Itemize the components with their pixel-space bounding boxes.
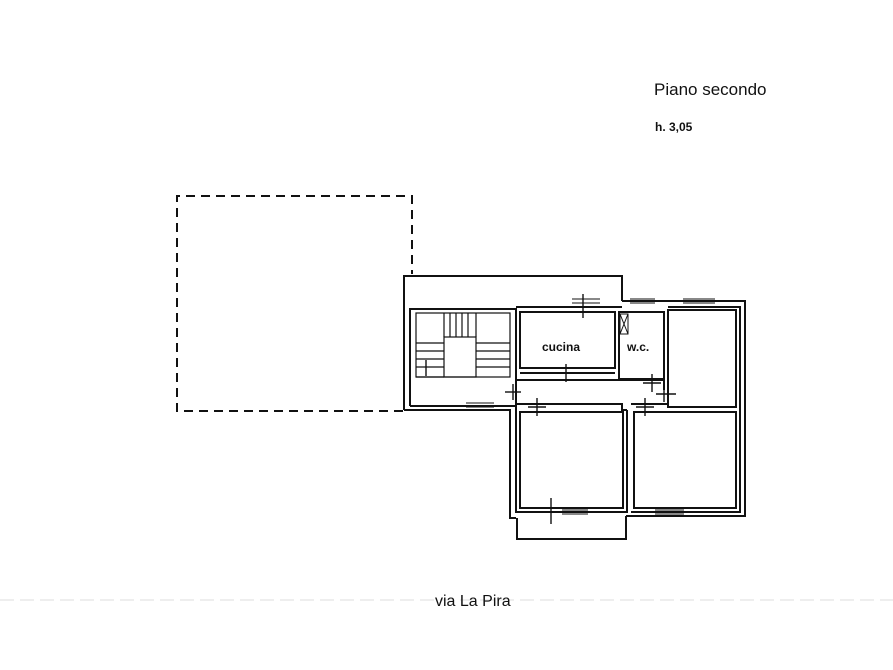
building-walls — [403, 275, 746, 519]
staircase — [415, 312, 511, 378]
south-balcony — [516, 516, 627, 540]
street-label: via La Pira — [435, 593, 511, 610]
terrace-outline — [176, 195, 413, 412]
room-label-kitchen: cucina — [542, 340, 581, 354]
fixture-markers — [425, 294, 676, 524]
floor-title: Piano secondo — [654, 80, 767, 99]
room-southwest — [519, 411, 624, 509]
room-northeast — [667, 309, 737, 408]
room-southeast — [633, 411, 737, 509]
room-label-wc: w.c. — [627, 340, 650, 354]
ceiling-height-label: h. 3,05 — [655, 120, 693, 134]
windows — [466, 298, 715, 515]
